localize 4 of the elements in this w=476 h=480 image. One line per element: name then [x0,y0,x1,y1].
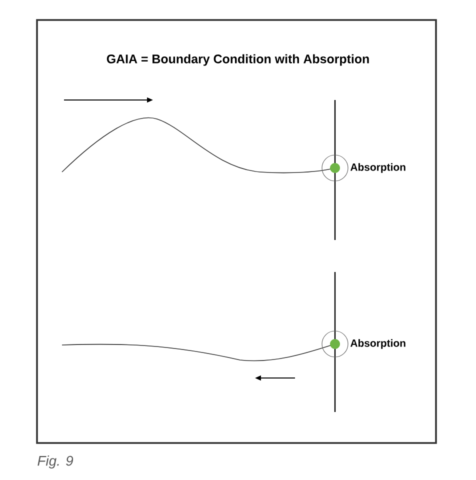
point-label: Absorption [350,339,406,349]
point-label: Absorption [350,163,406,173]
caption: Fig. 9 [38,456,74,468]
title: GAIA = Boundary Condition with Absorption [106,54,369,66]
